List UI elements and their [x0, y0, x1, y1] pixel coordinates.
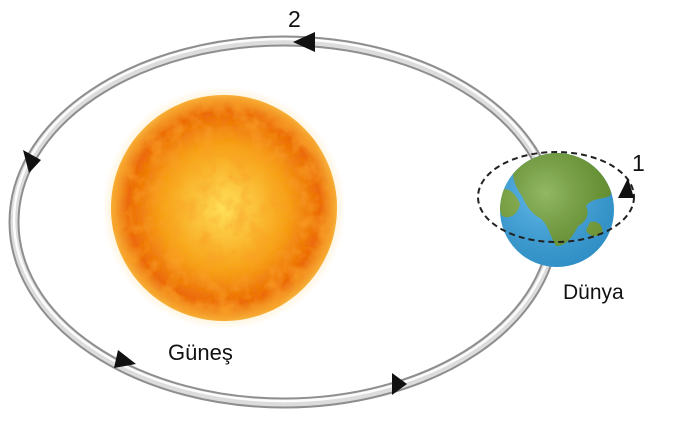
orbit-arrow-top — [293, 32, 315, 52]
orbit-arrow-bottom-right — [392, 373, 407, 395]
sun-label: Güneş — [168, 340, 233, 365]
sun — [102, 86, 346, 330]
orbit-arrow-left — [23, 150, 41, 173]
earth — [500, 153, 614, 267]
orbit-arrow-bottom-left — [114, 350, 136, 368]
earth-label: Dünya — [563, 281, 624, 304]
orbit-marker: 2 — [288, 6, 301, 32]
rotation-marker: 1 — [632, 150, 645, 176]
rotation-ring — [477, 151, 635, 243]
rotation-arrow — [618, 178, 634, 198]
